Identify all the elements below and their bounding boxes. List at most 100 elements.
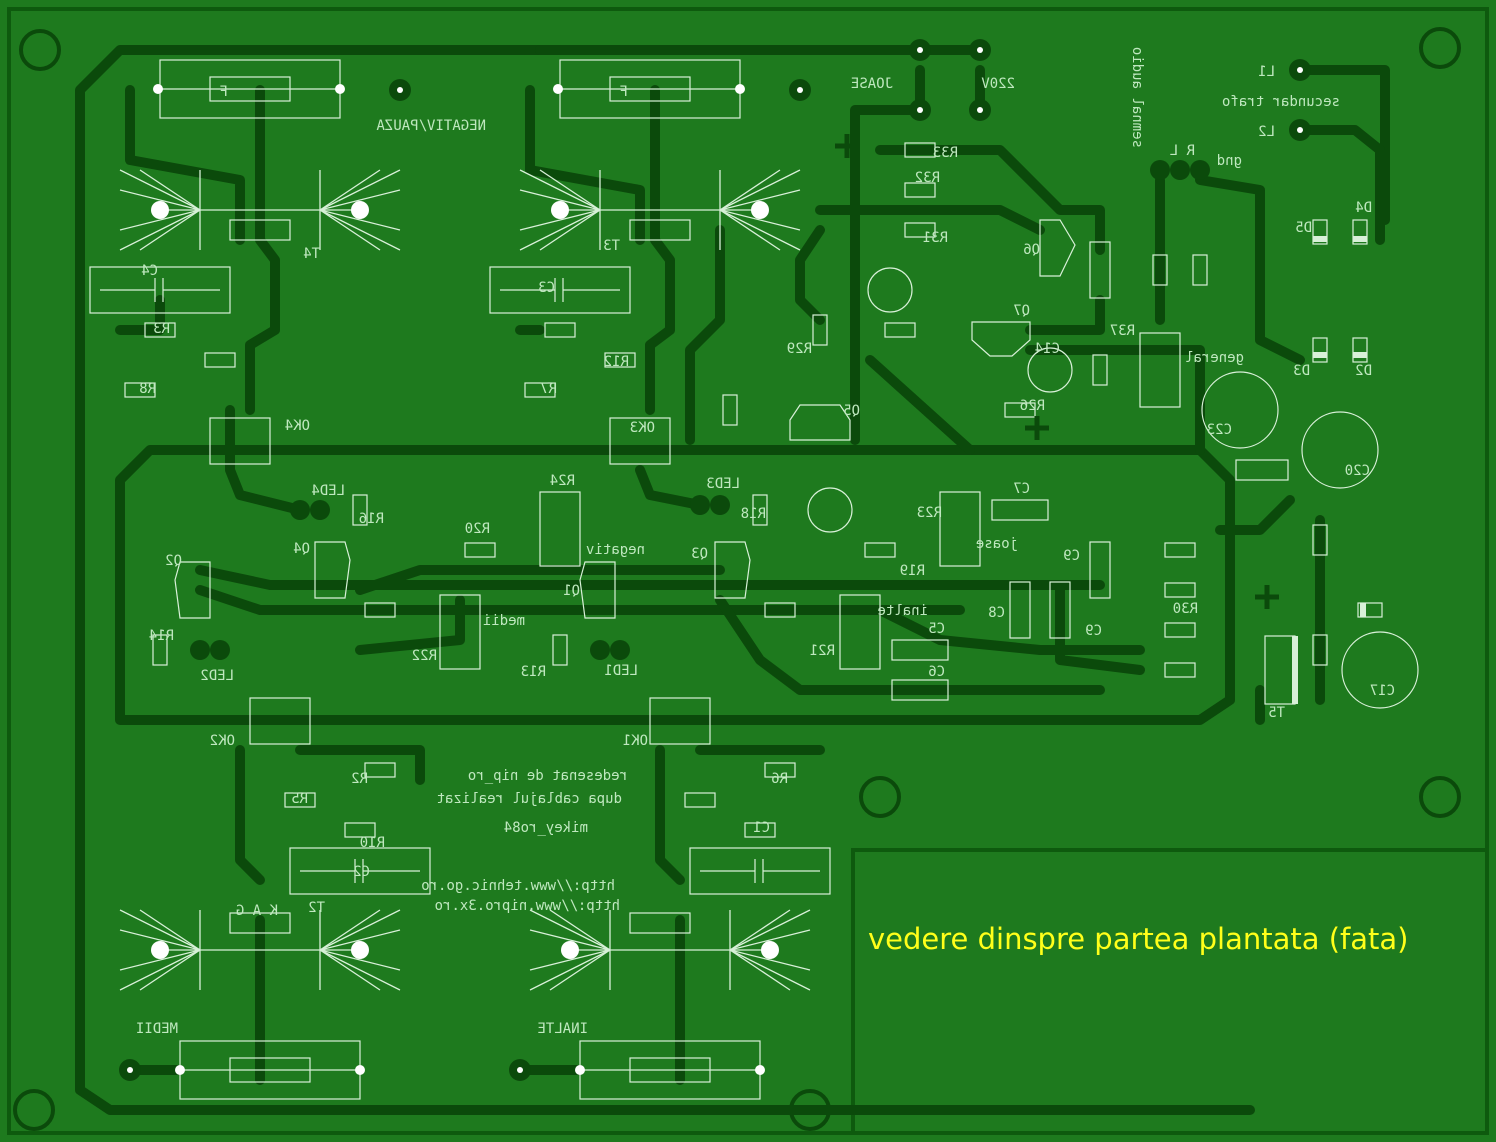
label-l2: L2 xyxy=(1258,124,1275,140)
diodes xyxy=(1312,219,1383,618)
designator-c9b: C9 xyxy=(1085,623,1102,639)
label-negativ-pauza: NEGATIV/PAUZA xyxy=(376,118,486,134)
designator-q7: Q7 xyxy=(1013,303,1030,319)
designator-ok3: OK3 xyxy=(630,420,655,436)
designator-r19: R19 xyxy=(900,563,925,579)
label-negativ: negativ xyxy=(586,542,645,558)
polarity-marks xyxy=(835,134,1279,609)
designator-t4: T4 xyxy=(303,246,320,262)
designator-led4: LED4 xyxy=(311,483,345,499)
triac-heatsinks xyxy=(119,169,811,991)
designator-c23: C23 xyxy=(1207,422,1232,438)
credit-line-3: mikey_ro84 xyxy=(504,820,588,836)
url-line-2: http://www.nipro.3x.ro xyxy=(435,898,620,914)
label-220v: 220V xyxy=(981,76,1015,92)
designator-r37: R37 xyxy=(1110,323,1135,339)
designator-q1: Q1 xyxy=(563,583,580,599)
designator-r32: R32 xyxy=(915,170,940,186)
view-caption: vedere dinspre partea plantata (fata) xyxy=(868,922,1409,956)
designator-r30: R30 xyxy=(1173,601,1198,617)
label-secundar-trafo: secundar trafo xyxy=(1222,94,1340,110)
designator-r8: R8 xyxy=(139,381,156,397)
label-medii: medii xyxy=(483,613,525,629)
transistors xyxy=(174,219,1076,619)
designator-r12: R12 xyxy=(604,354,629,370)
designator-q4: Q4 xyxy=(293,541,310,557)
designator-r23: R23 xyxy=(917,505,942,521)
designator-r5: R5 xyxy=(291,791,308,807)
designator-r14: R14 xyxy=(149,628,174,644)
designator-r2: R2 xyxy=(351,771,368,787)
designator-ok4: OK4 xyxy=(285,418,310,434)
designator-kag: K A G xyxy=(236,903,278,919)
designator-r21: R21 xyxy=(810,643,835,659)
designator-t2: T2 xyxy=(308,900,325,916)
diode-bands xyxy=(1313,236,1367,617)
designator-c9: C9 xyxy=(1063,548,1080,564)
designator-c4: C4 xyxy=(141,263,158,279)
film-capacitors xyxy=(89,266,831,895)
designator-r3: R3 xyxy=(153,321,170,337)
designator-c20: C20 xyxy=(1345,463,1370,479)
label-joase: joase xyxy=(976,536,1018,552)
designator-c7: C7 xyxy=(1013,481,1030,497)
designator-c3: C3 xyxy=(538,280,555,296)
pad-holes xyxy=(127,47,1303,1075)
designator-r7: R7 xyxy=(540,381,557,397)
small-capacitors xyxy=(891,241,1289,701)
label-inalte-caps: INALTE xyxy=(537,1021,588,1037)
designator-r22: R22 xyxy=(412,648,437,664)
label-gnd: gnd xyxy=(1217,153,1242,169)
designator-c17: C17 xyxy=(1370,683,1395,699)
t5-band xyxy=(1292,636,1298,704)
designator-ok2: OK2 xyxy=(210,733,235,749)
designator-led1: LED1 xyxy=(604,663,638,679)
designator-d3: D3 xyxy=(1293,363,1310,379)
designator-f_tl: F xyxy=(220,84,228,100)
optocouplers xyxy=(209,417,711,745)
resistors xyxy=(124,142,1328,838)
electrolytic-capacitors xyxy=(807,267,1419,709)
designator-r24: R24 xyxy=(550,473,575,489)
designator-c1: C1 xyxy=(753,820,770,836)
designator-ok1: OK1 xyxy=(623,733,648,749)
designator-f_tc: F xyxy=(620,84,628,100)
designator-c6: C6 xyxy=(928,664,945,680)
designator-c14: C14 xyxy=(1035,341,1060,357)
label-joase-top: JOASE xyxy=(851,76,893,92)
designator-d2: D2 xyxy=(1355,363,1372,379)
designator-d4: D4 xyxy=(1355,200,1372,216)
designator-t3: T3 xyxy=(603,238,620,254)
designator-r18: R18 xyxy=(741,506,766,522)
designator-q5: Q5 xyxy=(843,403,860,419)
designator-c2: C2 xyxy=(353,864,370,880)
designator-q2: Q2 xyxy=(165,553,182,569)
designator-c8: C8 xyxy=(988,605,1005,621)
label-medii-caps: MEDII xyxy=(136,1021,178,1037)
designator-r20: R20 xyxy=(465,521,490,537)
label-r-l: R L xyxy=(1170,143,1195,159)
label-general: general xyxy=(1185,350,1244,366)
copper-traces xyxy=(75,45,1390,1115)
designator-c5: C5 xyxy=(928,621,945,637)
label-l1: L1 xyxy=(1258,64,1275,80)
designator-r13: R13 xyxy=(521,664,546,680)
designator-r6: R6 xyxy=(771,771,788,787)
designator-led2: LED2 xyxy=(200,668,234,684)
designator-led3: LED3 xyxy=(706,476,740,492)
url-line-1: http://www.tehnic.go.ro xyxy=(421,878,615,894)
mirrored-silkscreen-text: NEGATIV/PAUZA JOASE 220V L1 secundar tra… xyxy=(136,47,1340,1037)
designator-t5: T5 xyxy=(1268,705,1285,721)
designator-q6: Q6 xyxy=(1023,242,1040,258)
label-semnal-audio: semnal audio xyxy=(1129,47,1145,148)
designator-r33: R33 xyxy=(933,145,958,161)
designator-r29: R29 xyxy=(787,341,812,357)
designator-r16: R16 xyxy=(359,511,384,527)
credit-line-1: redesenat de nip_ro xyxy=(468,768,628,784)
credit-line-2: dupa cablajul realizat xyxy=(437,791,622,807)
designator-r10: R10 xyxy=(360,835,385,851)
designator-r31: R31 xyxy=(923,230,948,246)
designator-q3: Q3 xyxy=(691,546,708,562)
